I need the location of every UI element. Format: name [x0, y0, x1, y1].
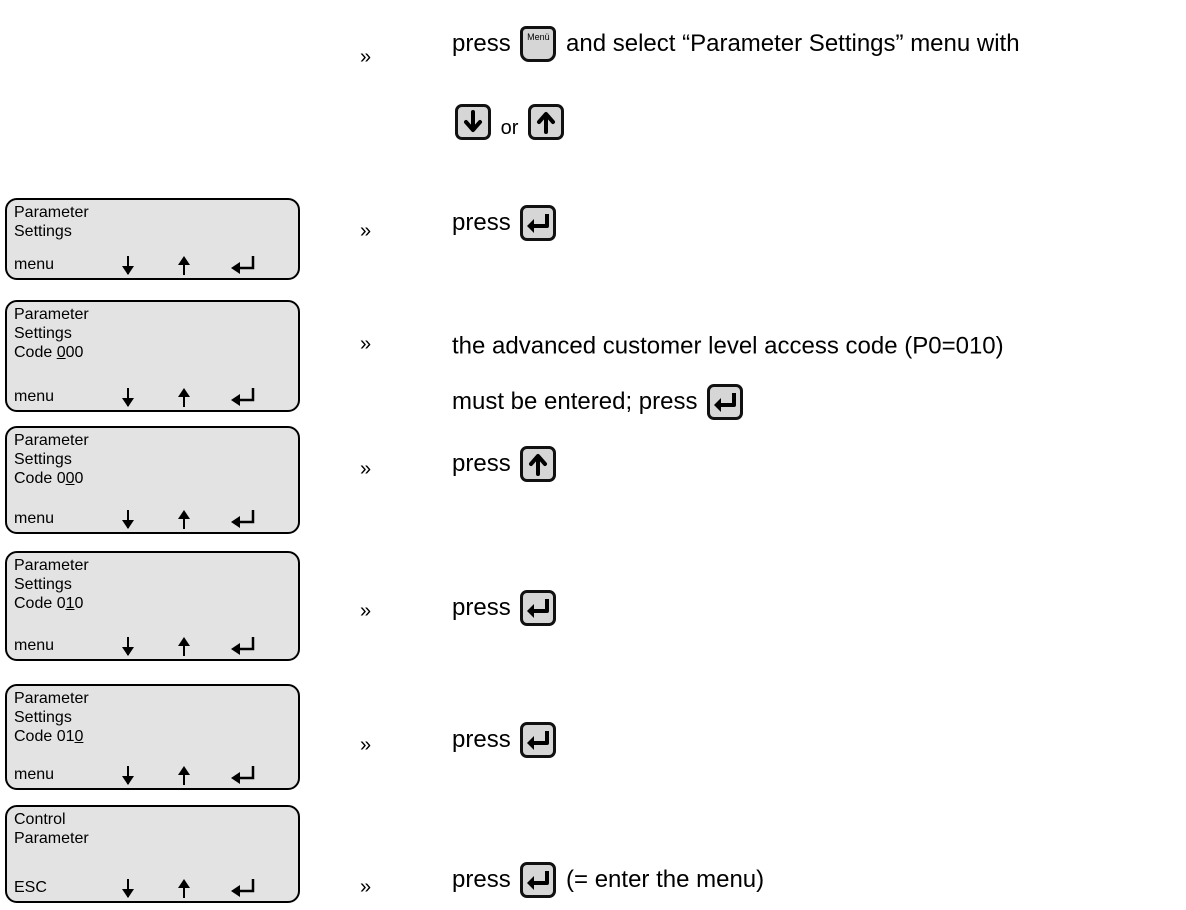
lcd-display: Parameter Settings Code 000 menu: [5, 300, 300, 412]
menu-key-icon: Menü: [520, 26, 557, 62]
step-text: press: [452, 866, 511, 893]
step-enter-menu: press (= enter the menu): [452, 862, 764, 898]
lcd-line: Settings: [14, 451, 72, 468]
lcd-cursor-digit: 0: [65, 470, 75, 487]
lcd-enter-arrow-icon: [231, 256, 255, 274]
step-bullet: »: [360, 333, 372, 355]
lcd-up-arrow-icon: [178, 256, 190, 275]
lcd-line: Parameter: [14, 830, 89, 847]
arrow-down-key-icon: [455, 104, 491, 140]
step-text: and select “Parameter Settings” menu wit…: [566, 30, 1020, 57]
lcd-softkey-label: menu: [14, 388, 55, 405]
lcd-softkey-label: ESC: [14, 879, 47, 896]
or-text: or: [500, 117, 519, 139]
enter-key-icon: [707, 384, 744, 420]
step-press-menu: press Menü and select “Parameter Setting…: [452, 26, 1020, 62]
lcd-line: Parameter: [14, 690, 89, 707]
menu-key-label: Menü: [527, 32, 550, 42]
lcd-line: Settings: [14, 709, 72, 726]
lcd-down-arrow-icon: [122, 879, 134, 898]
lcd-softkey-label: menu: [14, 510, 55, 527]
step-bullet: »: [360, 734, 372, 756]
lcd-line: Settings: [14, 576, 72, 593]
lcd-display: Control Parameter ESC: [5, 805, 300, 903]
lcd-cursor-digit: 0: [56, 344, 66, 361]
lcd-softkey-label: menu: [14, 637, 55, 654]
lcd-line: Parameter: [14, 557, 89, 574]
enter-key-icon: [520, 205, 557, 241]
lcd-line: Parameter: [14, 306, 89, 323]
lcd-display: Parameter Settings Code 000 menu: [5, 426, 300, 534]
lcd-cursor-digit: 1: [65, 595, 75, 612]
step-access-code: the advanced customer level access code …: [452, 332, 1004, 361]
lcd-cursor-digit: 0: [74, 728, 84, 745]
lcd-down-arrow-icon: [122, 510, 134, 529]
lcd-display: Parameter Settings Code 010 menu: [5, 551, 300, 661]
lcd-enter-arrow-icon: [231, 388, 255, 406]
lcd-display: Parameter Settings menu: [5, 198, 300, 280]
lcd-up-arrow-icon: [178, 637, 190, 656]
lcd-line: Parameter: [14, 432, 89, 449]
lcd-display: Parameter Settings Code 010 menu: [5, 684, 300, 790]
step-text: the advanced customer level access code …: [452, 332, 1004, 360]
lcd-down-arrow-icon: [122, 388, 134, 407]
lcd-enter-arrow-icon: [231, 766, 255, 784]
lcd-code-line: Code 010: [14, 595, 84, 612]
step-bullet: »: [360, 46, 372, 68]
step-press-up: press: [452, 446, 559, 482]
lcd-softkey-label: menu: [14, 766, 55, 783]
lcd-code-line: Code 010: [14, 728, 84, 745]
step-text: press: [452, 726, 511, 753]
step-text: must be entered; press: [452, 388, 698, 415]
enter-key-icon: [520, 590, 557, 626]
step-press-enter: press: [452, 722, 559, 758]
lcd-line: Parameter: [14, 204, 89, 221]
step-bullet: »: [360, 458, 372, 480]
lcd-enter-arrow-icon: [231, 879, 255, 897]
lcd-up-arrow-icon: [178, 766, 190, 785]
enter-key-icon: [520, 722, 557, 758]
step-text: press: [452, 30, 511, 57]
step-bullet: »: [360, 220, 372, 242]
lcd-line: Settings: [14, 223, 72, 240]
lcd-down-arrow-icon: [122, 256, 134, 275]
step-text: press: [452, 209, 511, 236]
lcd-softkey-label: menu: [14, 256, 55, 273]
arrow-up-key-icon: [528, 104, 565, 140]
lcd-down-arrow-icon: [122, 637, 134, 656]
step-press-enter: press: [452, 590, 559, 626]
lcd-down-arrow-icon: [122, 766, 134, 785]
arrow-up-key-icon: [520, 446, 557, 482]
lcd-line: Settings: [14, 325, 72, 342]
lcd-line: Control: [14, 811, 66, 828]
step-text: (= enter the menu): [566, 866, 765, 893]
lcd-enter-arrow-icon: [231, 637, 255, 655]
lcd-up-arrow-icon: [178, 388, 190, 407]
step-bullet: »: [360, 876, 372, 898]
lcd-code-line: Code 000: [14, 470, 84, 487]
step-text: press: [452, 594, 511, 621]
lcd-up-arrow-icon: [178, 879, 190, 898]
step-bullet: »: [360, 600, 372, 622]
step-access-code-press: must be entered; press: [452, 384, 746, 420]
lcd-enter-arrow-icon: [231, 510, 255, 528]
step-press-enter: press: [452, 205, 559, 241]
step-text: press: [452, 450, 511, 477]
step-arrow-keys: or: [452, 104, 567, 140]
enter-key-icon: [520, 862, 557, 898]
lcd-code-line: Code 000: [14, 344, 84, 361]
lcd-up-arrow-icon: [178, 510, 190, 529]
